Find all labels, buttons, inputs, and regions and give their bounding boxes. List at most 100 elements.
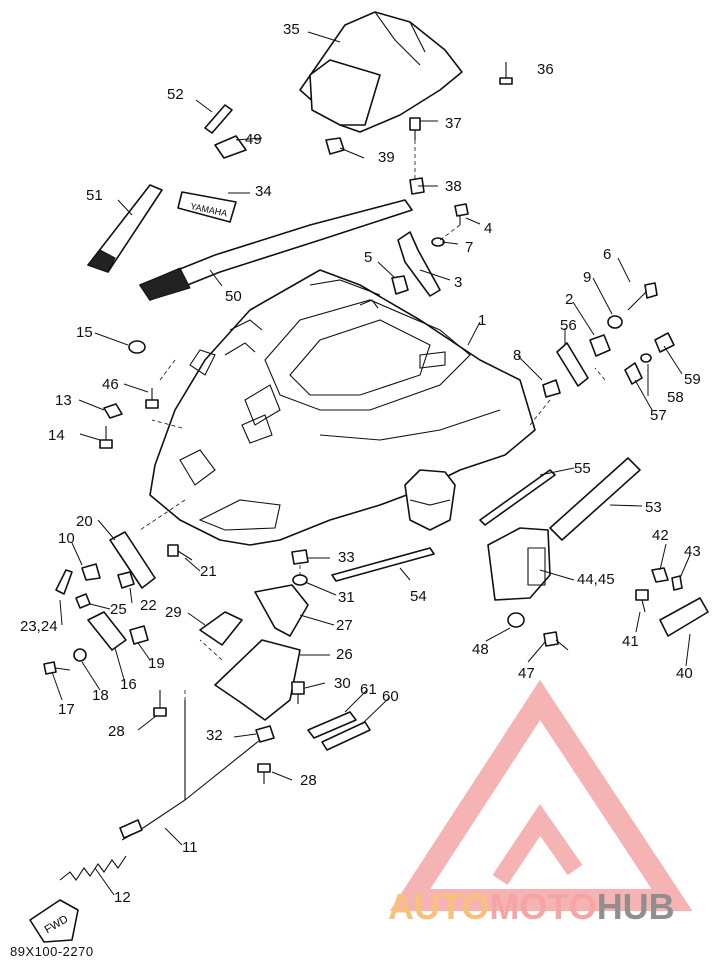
grommet-19 [129, 625, 149, 645]
clip-10 [81, 563, 101, 581]
bolt-59 [654, 332, 675, 353]
fwd-arrow-icon: FWD [29, 899, 79, 943]
bracket-3 [397, 231, 441, 297]
callout-60: 60 [382, 688, 399, 705]
washer-58 [640, 353, 652, 363]
callout-48: 48 [472, 641, 489, 658]
grommet-15 [128, 340, 146, 354]
pad-60 [321, 721, 371, 751]
callout-4: 4 [484, 220, 492, 237]
callout-3: 3 [454, 274, 462, 291]
callout-15: 15 [76, 324, 93, 341]
callout-49: 49 [245, 131, 262, 148]
watermark-logo-icon [389, 679, 693, 911]
callout-12: 12 [114, 889, 131, 906]
bolt-14 [99, 426, 113, 449]
bracket-20 [109, 531, 156, 589]
washer-18 [73, 648, 87, 662]
callout-39: 39 [378, 149, 395, 166]
nut-8 [542, 379, 561, 398]
stripe-decal-51 [87, 184, 163, 273]
callout-17: 17 [58, 701, 75, 718]
callout-20: 20 [76, 513, 93, 530]
callout-10: 10 [58, 530, 75, 547]
bracket-26 [214, 639, 301, 721]
callout-56: 56 [560, 317, 577, 334]
housing-44-45 [487, 527, 551, 601]
callout-53: 53 [645, 499, 662, 516]
dashed-connectors [139, 140, 606, 700]
spring-12 [59, 855, 127, 881]
bracket-29 [199, 611, 243, 646]
bolt-30 [291, 681, 305, 704]
clip-43 [671, 575, 683, 591]
callout-29: 29 [165, 604, 182, 621]
callout-38: 38 [445, 178, 462, 195]
hinge-56 [556, 342, 589, 387]
bolt-6 [627, 282, 658, 311]
brand-moto: MOTO [489, 886, 597, 927]
callout-7: 7 [465, 239, 473, 256]
callout-35: 35 [283, 21, 300, 38]
washer-9 [607, 315, 623, 329]
callout-42: 42 [652, 527, 669, 544]
nut-22 [117, 571, 135, 589]
callout-18: 18 [92, 687, 109, 704]
clamp-32 [255, 725, 275, 743]
brand-auto: AUTO [388, 886, 490, 927]
callout-44-45: 44,45 [577, 571, 615, 588]
callout-34: 34 [255, 183, 272, 200]
screw-36 [499, 62, 513, 85]
callout-36: 36 [537, 61, 554, 78]
brand-hub: HUB [596, 886, 675, 927]
nut-42 [651, 567, 669, 583]
callout-50: 50 [225, 288, 242, 305]
callout-28: 28 [300, 772, 317, 789]
headlight-cowl-part [299, 11, 463, 133]
callout-32: 32 [206, 727, 223, 744]
decal-49 [214, 135, 247, 159]
callout-16: 16 [120, 676, 137, 693]
bolt-28 [153, 690, 167, 717]
grommet-2 [589, 334, 611, 357]
decal-53 [549, 457, 641, 541]
watermark-brand: AUTOMOTOHUB [388, 886, 675, 928]
spacer-57 [624, 362, 643, 385]
diagram-code: 89X100-2270 [10, 944, 94, 959]
nut-33 [291, 549, 309, 565]
trim-strip-55 [479, 469, 556, 526]
callout-33: 33 [338, 549, 355, 566]
decal-52 [204, 104, 233, 134]
bolt-21 [167, 544, 193, 561]
latch-housing-part [404, 469, 456, 531]
callout-47: 47 [518, 665, 535, 682]
callout-58: 58 [667, 389, 684, 406]
callout-27: 27 [336, 617, 353, 634]
latch-plate-40 [659, 597, 709, 637]
bolt-28-lower [257, 763, 271, 784]
callout-46: 46 [102, 376, 119, 393]
callout-21: 21 [200, 563, 217, 580]
callout-43: 43 [684, 543, 701, 560]
callout-9: 9 [583, 269, 591, 286]
callout-14: 14 [48, 427, 65, 444]
callout-5: 5 [364, 249, 372, 266]
callout-11: 11 [182, 839, 198, 856]
callout-26: 26 [336, 646, 353, 663]
callout-31: 31 [338, 589, 355, 606]
callout-25: 25 [110, 601, 127, 618]
leader-lines [51, 31, 691, 896]
pad-61 [307, 711, 357, 739]
clip-13 [103, 403, 123, 419]
callout-51: 51 [86, 187, 103, 204]
callout-19: 19 [148, 655, 165, 672]
nut-38 [409, 177, 425, 195]
bolt-41 [635, 589, 649, 613]
callout-28: 28 [108, 723, 125, 740]
callout-6: 6 [603, 246, 611, 263]
cable-11 [119, 700, 261, 841]
grommet-48 [507, 612, 525, 628]
callout-41: 41 [622, 633, 639, 650]
callout-8: 8 [513, 347, 521, 364]
